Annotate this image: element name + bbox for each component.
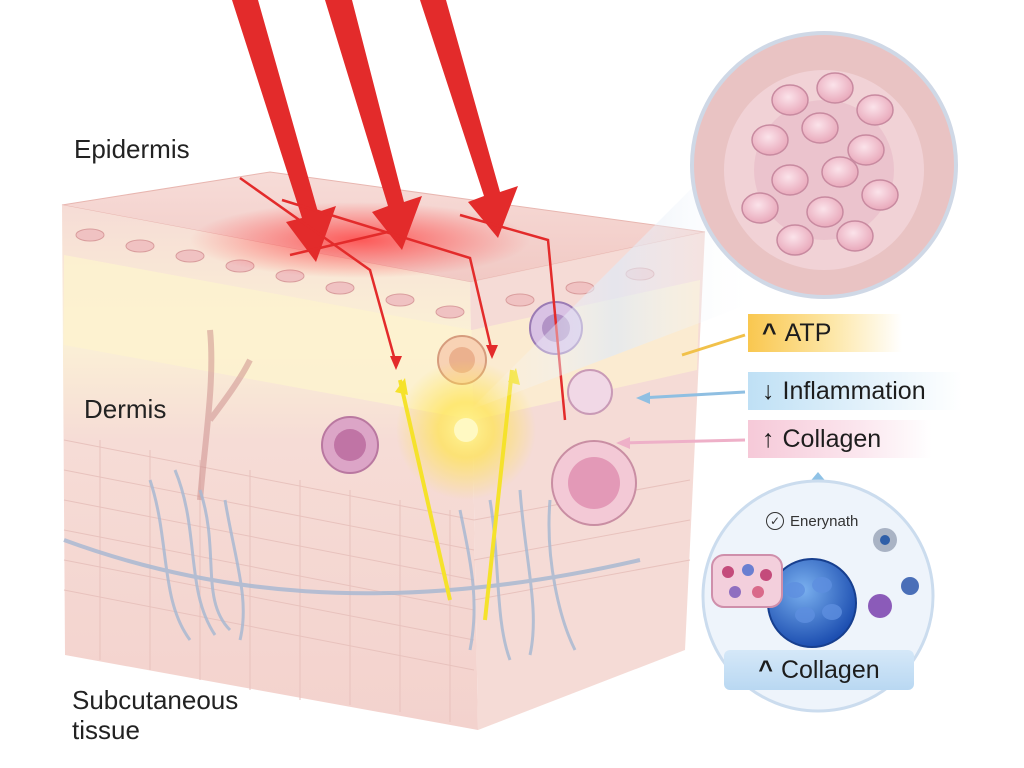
connective-tissue xyxy=(63,439,691,722)
check-circle-icon: ✓ xyxy=(766,512,784,530)
inflammation-text: Inflammation xyxy=(782,376,926,405)
purple-virion xyxy=(868,594,892,618)
label-subcutaneous-line1: Subcutaneous xyxy=(72,685,239,715)
collagen-bottom-glyph: ^ xyxy=(758,655,773,684)
collagen-connector xyxy=(619,438,746,445)
label-subcutaneous: Subcutaneous tissue xyxy=(72,685,239,746)
hair-strand xyxy=(197,329,253,501)
collagen-callout-bottom: ^ Collagen xyxy=(724,650,914,690)
atp-connector xyxy=(681,333,746,357)
atp-text: ATP xyxy=(784,318,832,347)
label-epidermis: Epidermis xyxy=(74,134,190,164)
laser-arrows xyxy=(232,0,518,262)
collagen-callout-top: ↑ Collagen xyxy=(748,420,932,458)
atp-callout: ^ ATP xyxy=(748,314,902,352)
magnify-beam xyxy=(470,180,760,410)
collagen-up-glyph: ↑ xyxy=(762,424,775,453)
inflammation-callout: ↓ Inflammation xyxy=(748,372,962,410)
blue-particle xyxy=(901,577,919,595)
energy-text: Enerynath xyxy=(790,512,859,530)
energy-pathway-label: ✓ Enerynath xyxy=(766,512,858,530)
yellow-beams xyxy=(398,369,514,621)
inflammation-down-glyph: ↓ xyxy=(762,376,775,405)
collagen-bottom-text: Collagen xyxy=(780,655,880,684)
laser-paths xyxy=(239,176,567,421)
collagen-top-text: Collagen xyxy=(782,424,882,453)
label-dermis: Dermis xyxy=(84,394,167,424)
pink-tissue-sample xyxy=(711,554,783,608)
magnified-cell-view xyxy=(690,31,958,299)
dermis-band xyxy=(64,255,474,420)
nerve-fibers xyxy=(63,469,641,661)
inflammation-connector xyxy=(639,390,746,400)
label-subcutaneous-line2: tissue xyxy=(72,714,140,745)
cell-pink-mid xyxy=(567,369,613,415)
laser-surface-glow xyxy=(190,202,530,278)
atp-up-glyph: ^ xyxy=(762,318,777,347)
